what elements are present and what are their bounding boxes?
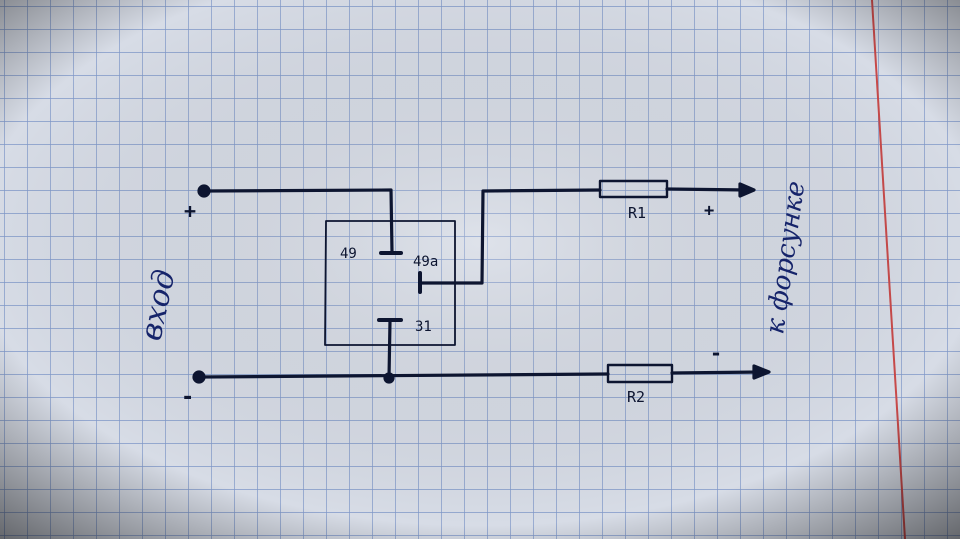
wire-input-minus (198, 372, 610, 379)
wire-input-plus (203, 188, 394, 254)
label-r2: R2 (627, 388, 645, 406)
label-output-plus: + (704, 201, 714, 221)
terminal-input-minus (192, 370, 206, 384)
label-r1: R1 (628, 204, 646, 222)
label-pin-49a: 49a (413, 254, 438, 270)
label-output-minus: - (710, 341, 722, 365)
label-input-minus: - (181, 385, 194, 410)
arrow-output-plus (738, 182, 756, 198)
junction-ground (383, 372, 395, 384)
label-pin-49: 49 (340, 246, 357, 262)
relay-box (324, 220, 456, 346)
arrow-output-minus (752, 364, 771, 380)
circuit (192, 179, 771, 384)
wire-49a (418, 188, 602, 285)
terminal-input-plus (197, 184, 211, 198)
label-pin-31: 31 (415, 319, 432, 335)
wire-output-plus (665, 187, 750, 192)
wire-31 (387, 319, 392, 380)
wire-output-minus (670, 370, 764, 375)
label-input-plus: + (184, 199, 196, 223)
